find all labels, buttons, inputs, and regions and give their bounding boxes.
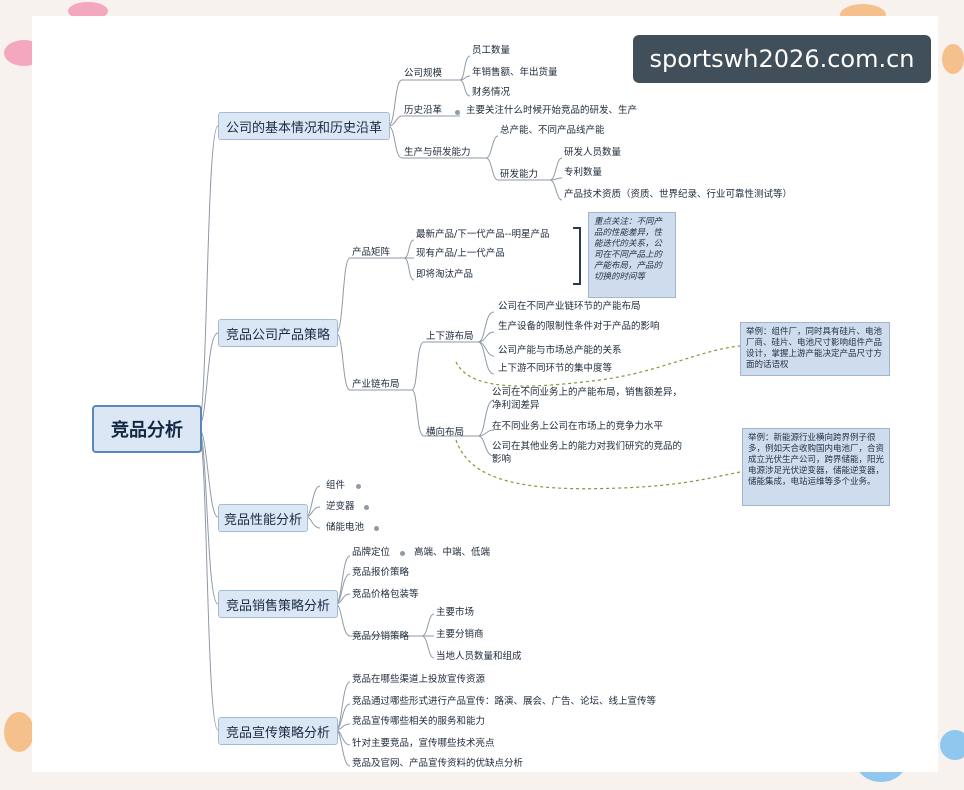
node-history[interactable]: 历史沿革 [404,105,443,116]
node-production-rd[interactable]: 生产与研发能力 [404,147,471,158]
node-local-staff[interactable]: 当地人员数量和组成 [436,651,522,662]
note-updown-example[interactable]: 举例：组件厂，同时具有硅片、电池厂商、硅片、电池尺寸影响组件产品设计，掌握上游产… [740,322,890,376]
branch-promotion-strategy[interactable]: 竞品宣传策略分析 [218,717,338,745]
node-industry-chain[interactable]: 产业链布局 [352,379,400,390]
node-bullet [374,526,379,531]
branch-product-strategy[interactable]: 竞品公司产品策略 [218,319,338,347]
node-distribution[interactable]: 竞品分销策略 [352,631,410,642]
node-promo-forms[interactable]: 竞品通过哪些形式进行产品宣传：路演、展会、广告、论坛、线上宣传等 [352,696,657,707]
node-market-capacity[interactable]: 公司产能与市场总产能的关系 [498,345,622,356]
node-promo-channels[interactable]: 竞品在哪些渠道上投放宣传资源 [352,674,486,685]
node-annual-sales[interactable]: 年销售额、年出货量 [472,67,558,78]
decor-blob-orange [4,712,34,752]
node-other-business-impact[interactable]: 公司在其他业务上的能力对我们研究的竞品的影响 [492,441,683,465]
node-bullet [364,505,369,510]
node-bullet [455,110,460,115]
node-phaseout-product[interactable]: 即将淘汰产品 [416,269,474,280]
node-employee-count[interactable]: 员工数量 [472,45,511,56]
mindmap-canvas [32,16,938,772]
decor-blob-pink [68,2,108,20]
node-brand-position[interactable]: 品牌定位 [352,547,391,558]
node-company-scale[interactable]: 公司规模 [404,68,443,79]
node-latest-product[interactable]: 最新产品/下一代产品--明星产品 [416,229,550,240]
node-bullet [400,551,405,556]
root-node[interactable]: 竞品分析 [92,405,202,453]
branch-sales-strategy[interactable]: 竞品销售策略分析 [218,590,338,618]
node-pricing[interactable]: 竞品报价策略 [352,567,410,578]
node-business-competitiveness[interactable]: 在不同业务上公司在市场上的竞争力水平 [492,421,664,432]
node-equipment-limits[interactable]: 生产设备的限制性条件对于产品的影响 [498,321,660,332]
branch-performance[interactable]: 竞品性能分析 [218,504,308,532]
node-price-packaging[interactable]: 竞品价格包装等 [352,589,419,600]
node-module[interactable]: 组件 [326,480,346,491]
node-history-note[interactable]: 主要关注什么时候开始竞品的研发、生产 [466,105,638,116]
node-inverter[interactable]: 逆变器 [326,501,355,512]
node-product-matrix[interactable]: 产品矩阵 [352,247,391,258]
node-materials-analysis[interactable]: 竞品及官网、产品宣传资料的优缺点分析 [352,758,524,769]
note-horizontal-example[interactable]: 举例：新能源行业横向跨界例子很多，例如天合收购国内电池厂，合资成立光伏生产公司，… [742,428,890,506]
node-rd-staff[interactable]: 研发人员数量 [564,147,622,158]
node-capacity[interactable]: 总产能、不同产品线产能 [500,125,605,136]
node-financials[interactable]: 财务情况 [472,87,511,98]
node-updown-layout[interactable]: 上下游布局 [426,331,474,342]
node-battery[interactable]: 储能电池 [326,522,365,533]
node-current-product[interactable]: 现有产品/上一代产品 [416,248,505,259]
node-business-capacity[interactable]: 公司在不同业务上的产能布局，销售额差异，净利润差异 [492,387,683,411]
decor-blob-blue [940,730,964,760]
node-horizontal-layout[interactable]: 横向布局 [426,427,465,438]
watermark: sportswh2026.com.cn [633,35,931,83]
note-matrix-focus[interactable]: 重点关注：不同产品的性能差异，性能迭代的关系，公司在不同产品上的产能布局，产品的… [588,212,676,298]
node-main-markets[interactable]: 主要市场 [436,607,475,618]
node-patents[interactable]: 专利数量 [564,167,603,178]
node-chain-capacity[interactable]: 公司在不同产业链环节的产能布局 [498,301,641,312]
node-bullet [356,484,361,489]
node-concentration[interactable]: 上下游不同环节的集中度等 [498,363,613,374]
node-promo-services[interactable]: 竞品宣传哪些相关的服务和能力 [352,716,486,727]
branch-company-basics[interactable]: 公司的基本情况和历史沿革 [218,112,390,140]
node-main-distributors[interactable]: 主要分销商 [436,629,484,640]
node-tiers[interactable]: 高端、中端、低端 [414,547,491,558]
node-tech-highlights[interactable]: 针对主要竞品，宣传哪些技术亮点 [352,738,495,749]
node-rd-capability[interactable]: 研发能力 [500,169,539,180]
node-tech-certs[interactable]: 产品技术资质（资质、世界纪录、行业可靠性测试等） [564,189,793,200]
decor-blob-orange [942,44,964,74]
